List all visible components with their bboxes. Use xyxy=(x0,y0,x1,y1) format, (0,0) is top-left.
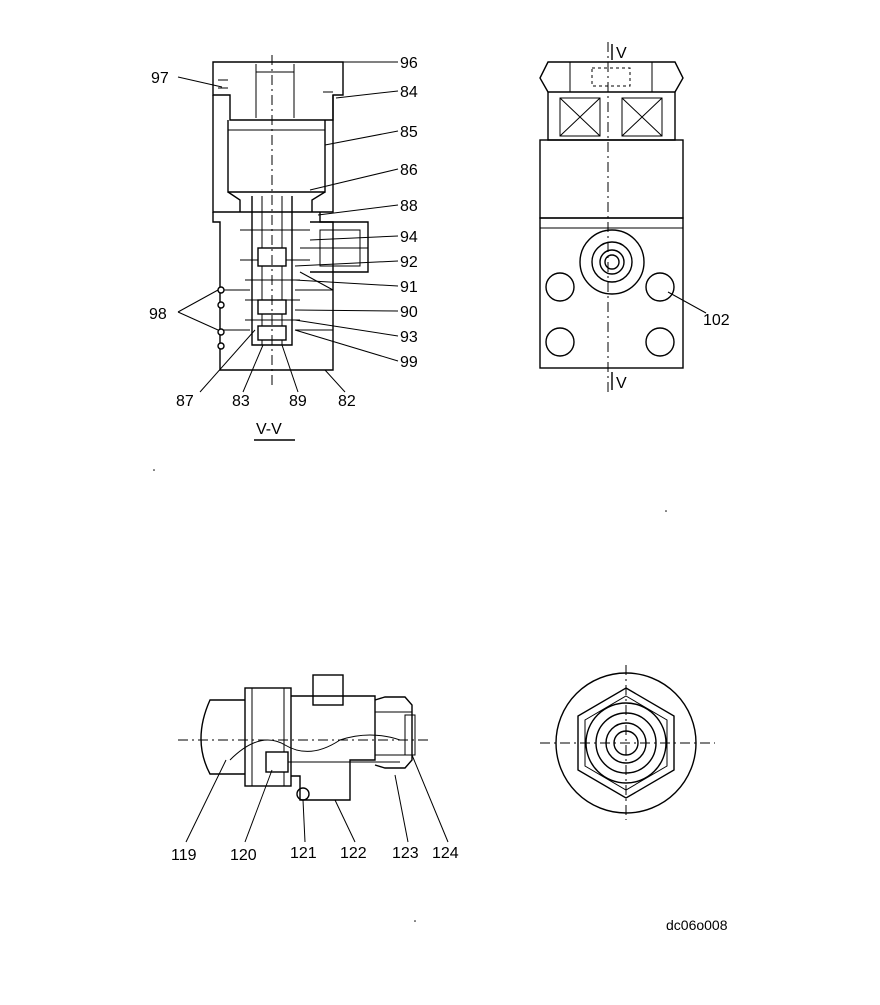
callout-122: 122 xyxy=(340,845,367,862)
fitting-side-view: 119 120 121 122 123 124 xyxy=(171,674,459,864)
cut-mark-bottom: V xyxy=(616,375,627,392)
callout-83: 83 xyxy=(232,393,250,410)
callout-120: 120 xyxy=(230,847,257,864)
callout-102: 102 xyxy=(703,312,730,329)
callout-88: 88 xyxy=(400,198,418,215)
callout-96: 96 xyxy=(400,55,418,72)
section-view-v-v: 96 84 85 86 88 94 92 91 90 93 99 97 98 8… xyxy=(149,55,418,441)
callout-123: 123 xyxy=(392,845,419,862)
callout-92: 92 xyxy=(400,254,418,271)
fitting-end-view xyxy=(540,665,715,820)
external-view: V V 102 xyxy=(539,42,730,395)
callout-82: 82 xyxy=(338,393,356,410)
callout-119: 119 xyxy=(171,847,197,864)
section-title: V-V xyxy=(256,421,282,438)
cut-mark-top: V xyxy=(616,45,627,62)
callout-121: 121 xyxy=(290,845,317,862)
callout-91: 91 xyxy=(400,279,418,296)
callout-93: 93 xyxy=(400,329,418,346)
callout-97: 97 xyxy=(151,70,169,87)
callout-98: 98 xyxy=(149,306,167,323)
drawing-code: dc06o008 xyxy=(666,917,728,933)
callout-94: 94 xyxy=(400,229,418,246)
callout-99: 99 xyxy=(400,354,418,371)
callout-87: 87 xyxy=(176,393,194,410)
callout-84: 84 xyxy=(400,84,418,101)
callout-89: 89 xyxy=(289,393,307,410)
callout-124: 124 xyxy=(432,845,459,862)
callout-90: 90 xyxy=(400,304,418,321)
callout-86: 86 xyxy=(400,162,418,179)
callout-85: 85 xyxy=(400,124,418,141)
